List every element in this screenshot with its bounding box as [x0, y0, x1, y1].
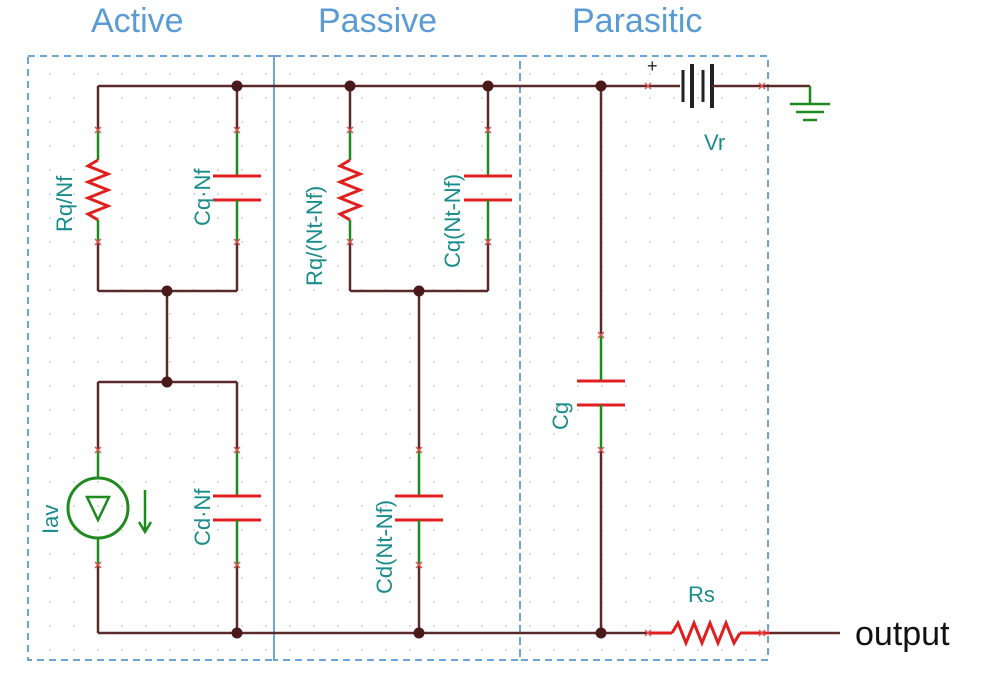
section-box-passive — [273, 55, 521, 661]
label-cq-passive: Cq(Nt-Nf) — [440, 174, 465, 268]
label-rq-passive: Rq/(Nt-Nf) — [302, 186, 327, 286]
capacitor-cq-passive — [464, 130, 512, 242]
label-cd-passive: Cd(Nt-Nf) — [372, 500, 397, 594]
battery-vr — [648, 64, 762, 108]
label-vr: Vr — [704, 130, 725, 155]
label-current-source: Iav — [38, 505, 63, 534]
resistor-rs — [648, 618, 770, 648]
section-box-active — [27, 55, 275, 661]
junction-dots — [161, 80, 607, 639]
section-box-parasitic — [519, 55, 769, 661]
label-cd-active: Cd·Nf — [190, 488, 215, 546]
section-title-parasitic: Parasitic — [572, 2, 702, 40]
capacitor-cd-passive — [395, 450, 443, 565]
output-label: output — [855, 615, 950, 653]
section-title-passive: Passive — [318, 2, 437, 40]
label-rs: Rs — [688, 582, 715, 607]
grid-background — [28, 56, 770, 660]
battery-plus-sign: + — [647, 56, 658, 76]
capacitor-cg — [577, 335, 625, 450]
section-title-active: Active — [91, 2, 184, 40]
label-cg: Cg — [548, 402, 573, 430]
resistor-rq-passive — [335, 130, 365, 242]
pin-markers — [94, 82, 766, 637]
label-rq-active: Rq/Nf — [52, 175, 77, 232]
ground-icon — [790, 86, 830, 122]
label-cq-active: Cq·Nf — [190, 168, 215, 226]
current-source-iav — [66, 450, 153, 565]
resistor-rq-active — [83, 130, 113, 242]
capacitor-cd-active — [213, 450, 261, 565]
capacitor-cq-active — [213, 130, 261, 242]
